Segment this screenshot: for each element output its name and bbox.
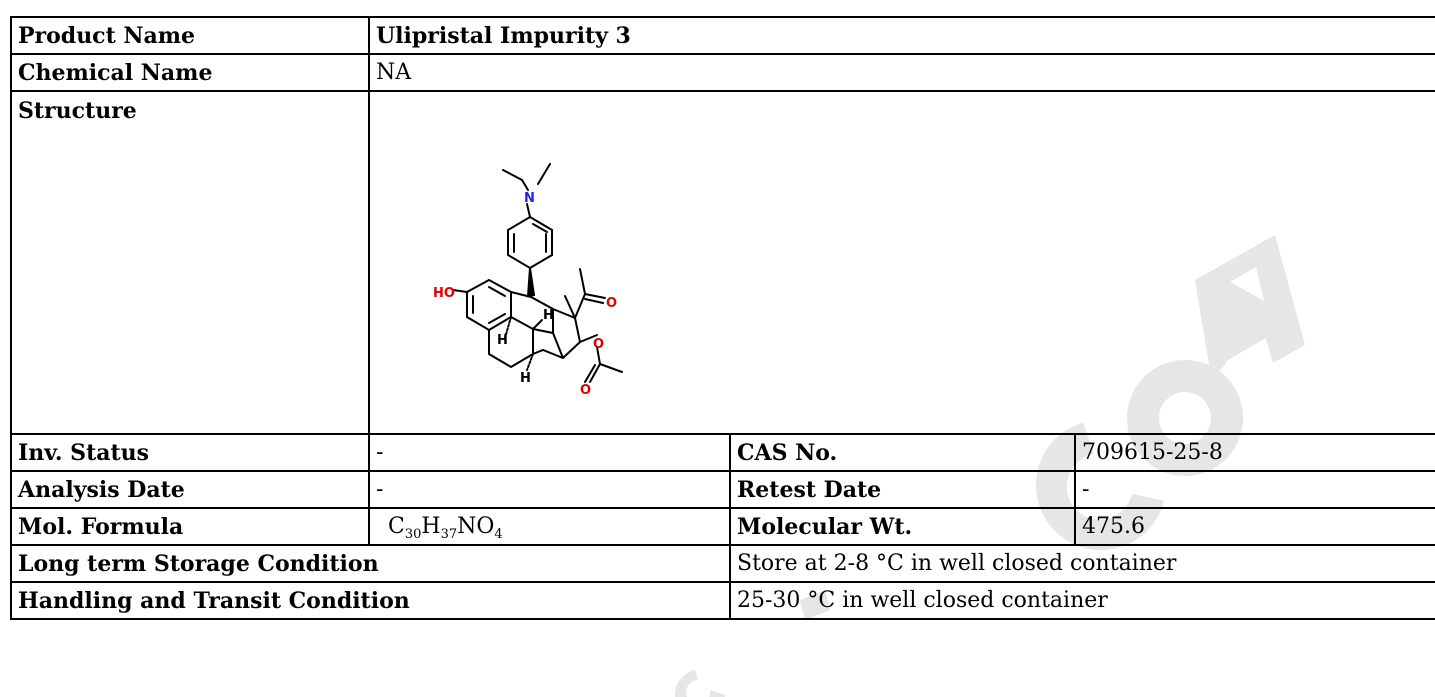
structure-label: Structure xyxy=(10,90,370,435)
table-row: Long term Storage Condition Store at 2-8… xyxy=(10,544,1435,583)
product-name-label: Product Name xyxy=(10,16,370,55)
structure-cell: N HO O O O H H H xyxy=(367,90,1435,435)
atom-ho-label: HO xyxy=(433,286,455,301)
atom-h3-label: H xyxy=(520,371,531,386)
retest-date-value: - xyxy=(1073,470,1435,509)
mol-formula-label: Mol. Formula xyxy=(10,507,370,546)
formula-c: C xyxy=(388,513,405,539)
table-row: Structure xyxy=(10,90,1435,435)
atom-h2-label: H xyxy=(543,308,554,323)
retest-date-label: Retest Date xyxy=(729,470,1076,509)
formula-h: H xyxy=(421,513,441,539)
cas-no-label: CAS No. xyxy=(729,433,1076,472)
handling-transit-label: Handling and Transit Condition xyxy=(10,581,731,620)
long-term-storage-value: Store at 2-8 °C in well closed container xyxy=(728,544,1435,583)
formula-h-count: 37 xyxy=(440,526,458,542)
molecular-wt-value: 475.6 xyxy=(1073,507,1435,546)
inv-status-label: Inv. Status xyxy=(10,433,370,472)
chemical-structure-image: N HO O O O H H H xyxy=(433,163,623,398)
cas-no-value: 709615-25-8 xyxy=(1073,433,1435,472)
long-term-storage-label: Long term Storage Condition xyxy=(10,544,731,583)
molecular-wt-label: Molecular Wt. xyxy=(729,507,1076,546)
handling-transit-value: 25-30 °C in well closed container xyxy=(728,581,1435,620)
table-row: Chemical Name NA xyxy=(10,53,1435,92)
chemical-name-value: NA xyxy=(367,53,1435,92)
product-name-value: Ulipristal Impurity 3 xyxy=(367,16,1435,55)
mol-formula-value: C30H37NO4 xyxy=(368,507,731,546)
table-row: Product Name Ulipristal Impurity 3 xyxy=(10,16,1435,55)
formula-o-count: 4 xyxy=(494,526,503,542)
analysis-date-label: Analysis Date xyxy=(10,470,370,509)
atom-n-label: N xyxy=(524,191,535,206)
table-row: Analysis Date - Retest Date - xyxy=(10,470,1435,509)
atom-o-carbonyl-label: O xyxy=(580,383,591,398)
product-spec-table: Product Name Ulipristal Impurity 3 Chemi… xyxy=(10,16,1435,620)
analysis-date-value: - xyxy=(368,470,731,509)
table-row: Mol. Formula C30H37NO4 Molecular Wt. 475… xyxy=(10,507,1435,546)
atom-h1-label: H xyxy=(497,333,508,348)
formula-no: NO xyxy=(457,513,495,539)
table-row: Inv. Status - CAS No. 709615-25-8 xyxy=(10,433,1435,472)
table-row: Handling and Transit Condition 25-30 °C … xyxy=(10,581,1435,620)
formula-c-count: 30 xyxy=(404,526,422,542)
atom-o-ester-label: O xyxy=(593,337,604,352)
atom-o-ketone-label: O xyxy=(606,296,617,311)
chemical-name-label: Chemical Name xyxy=(10,53,370,92)
inv-status-value: - xyxy=(368,433,731,472)
